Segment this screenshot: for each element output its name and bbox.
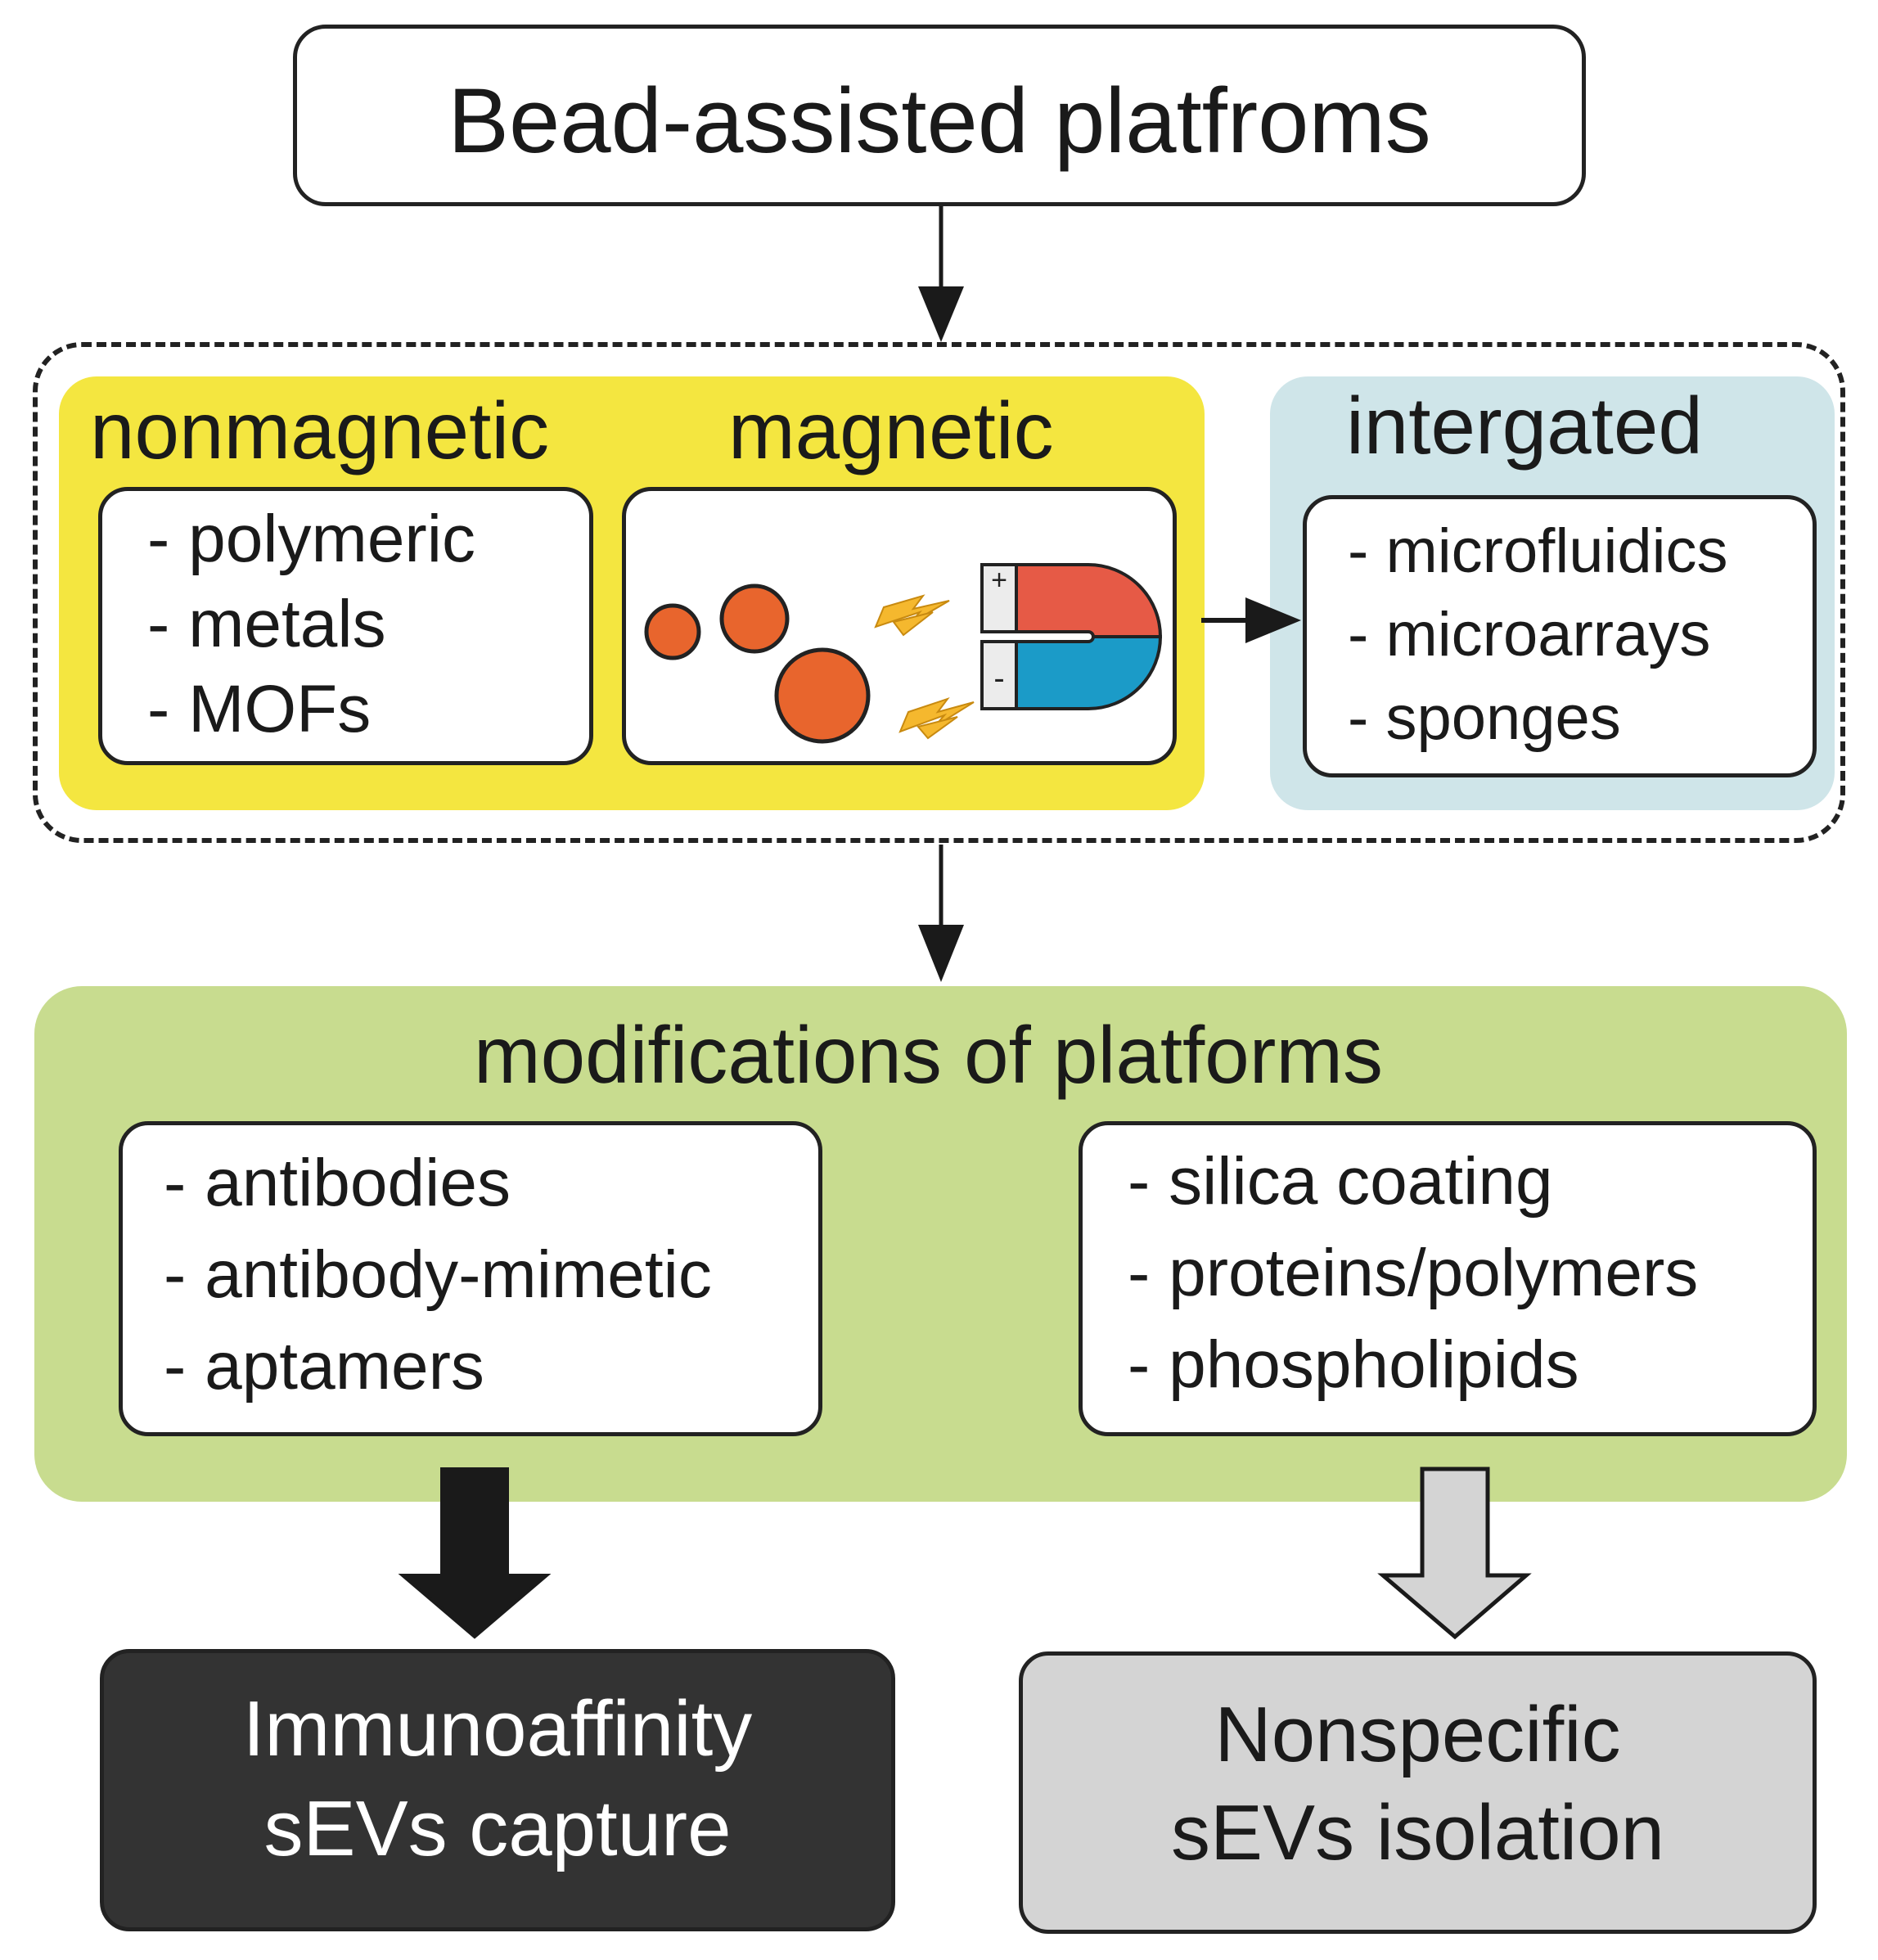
- nonspecific-line1: Nonspecific: [1214, 1691, 1621, 1778]
- immunoaffinity-line2: sEVs capture: [263, 1785, 732, 1872]
- list-item: microarrays: [1348, 604, 1728, 666]
- list-item: phospholipids: [1128, 1331, 1698, 1399]
- integrated-heading: intergated: [1346, 381, 1703, 471]
- modifications-title: modifications of platforms: [473, 1010, 1384, 1100]
- affinity-list: antibodies antibody-mimetic aptamers: [164, 1150, 712, 1400]
- nonmagnetic-list-box: polymeric metals MOFs: [98, 487, 593, 765]
- nonspecific-list: silica coating proteins/polymers phospho…: [1128, 1148, 1698, 1399]
- list-item: antibodies: [164, 1150, 712, 1217]
- bead-types-group: [33, 342, 1845, 843]
- magnetic-illustration-box: [622, 487, 1177, 765]
- list-item: MOFs: [147, 676, 475, 743]
- list-item: antibody-mimetic: [164, 1241, 712, 1309]
- integrated-list-box: microfluidics microarrays sponges: [1303, 495, 1817, 777]
- nonspecific-outcome-box: Nonspecific sEVs isolation: [1019, 1651, 1817, 1934]
- list-item: sponges: [1348, 687, 1728, 750]
- nonmagnetic-list: polymeric metals MOFs: [147, 506, 475, 743]
- integrated-list: microfluidics microarrays sponges: [1348, 520, 1728, 750]
- magnetic-heading: magnetic: [728, 385, 1054, 475]
- list-item: polymeric: [147, 506, 475, 573]
- immunoaffinity-outcome-box: Immunoaffinity sEVs capture: [100, 1649, 895, 1931]
- list-item: metals: [147, 591, 475, 658]
- list-item: proteins/polymers: [1128, 1240, 1698, 1307]
- arrow-title-to-types: [918, 206, 964, 342]
- arrow-types-to-modifications: [918, 845, 964, 982]
- list-item: silica coating: [1128, 1148, 1698, 1215]
- list-item: aptamers: [164, 1333, 712, 1400]
- list-item: microfluidics: [1348, 520, 1727, 583]
- affinity-list-box: antibodies antibody-mimetic aptamers: [119, 1121, 822, 1436]
- immunoaffinity-line1: Immunoaffinity: [242, 1685, 753, 1773]
- nonmagnetic-heading: nonmagnetic: [90, 385, 550, 475]
- diagram-title: Bead-assisted platfroms: [448, 70, 1431, 172]
- nonspecific-line2: sEVs isolation: [1171, 1789, 1664, 1877]
- nonspecific-list-box: silica coating proteins/polymers phospho…: [1079, 1121, 1817, 1436]
- title-box: Bead-assisted platfroms: [293, 25, 1586, 206]
